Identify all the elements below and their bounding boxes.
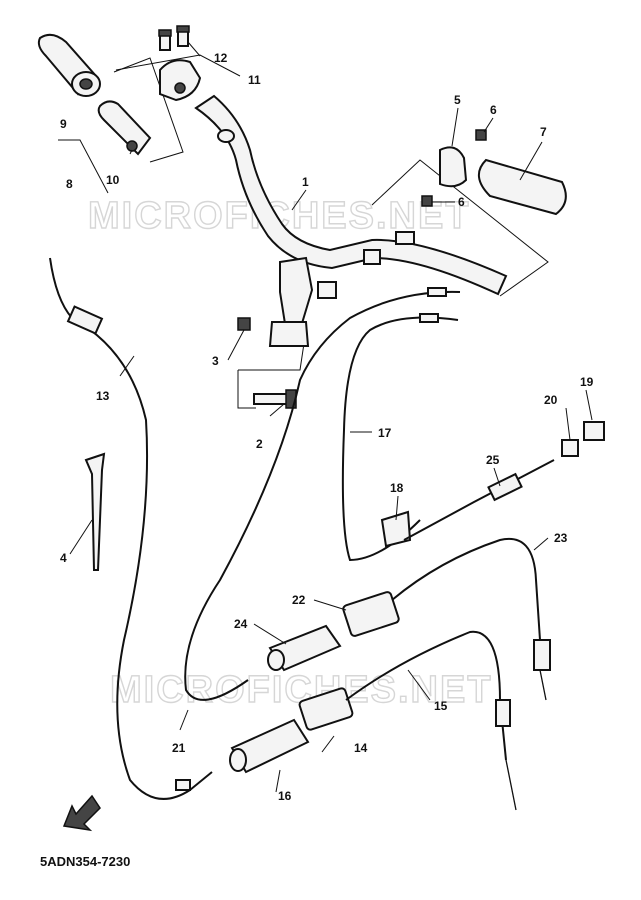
cable-adjuster [403, 459, 555, 541]
cable-clip [380, 510, 412, 548]
diagram-code: 5ADN354-7230 [40, 854, 130, 869]
callout-3: 3 [212, 354, 219, 368]
group-outline-right-grip [371, 159, 549, 297]
leader-lines [69, 41, 593, 793]
group-outline-throttle [115, 54, 241, 77]
cable-tie [84, 452, 106, 571]
group-outline-grip-left [113, 57, 184, 163]
callout-11: 11 [248, 73, 261, 87]
callout-6b: 6 [458, 195, 465, 209]
adjuster-nut [561, 439, 579, 457]
cable-junction-lower [298, 630, 517, 811]
callout-18: 18 [390, 481, 404, 495]
callout-20: 20 [544, 393, 558, 407]
callout-24: 24 [234, 617, 248, 631]
callout-4: 4 [60, 551, 67, 565]
callout-13: 13 [96, 389, 110, 403]
handlebar-holder [237, 256, 337, 409]
callout-7: 7 [540, 125, 547, 139]
callout-9: 9 [60, 117, 67, 131]
handlebar [194, 94, 508, 296]
callout-15: 15 [434, 699, 448, 713]
callout-14: 14 [354, 741, 368, 755]
front-direction-arrow-icon [62, 794, 101, 832]
callout-6a: 6 [490, 103, 497, 117]
grip-sleeve-upper [267, 624, 342, 672]
group-outline-holder-lower [237, 370, 256, 409]
callout-2: 2 [256, 437, 263, 451]
locknut [583, 421, 605, 441]
callout-16: 16 [278, 789, 292, 803]
throttle-housing [158, 25, 202, 102]
callout-17: 17 [378, 426, 392, 440]
right-switch-and-grip [421, 129, 567, 216]
callout-1: 1 [302, 175, 309, 189]
callout-22: 22 [292, 593, 306, 607]
grip-collar [97, 100, 152, 156]
throttle-cable [49, 257, 213, 800]
callout-8: 8 [66, 177, 73, 191]
callout-5: 5 [454, 93, 461, 107]
group-outline-grip-8 [58, 139, 109, 194]
callout-10: 10 [106, 173, 120, 187]
callout-25: 25 [486, 453, 500, 467]
callout-21: 21 [172, 741, 186, 755]
clutch-cable [184, 287, 461, 701]
callout-19: 19 [580, 375, 594, 389]
callout-12: 12 [214, 51, 228, 65]
callout-23: 23 [554, 531, 568, 545]
cable-junction-upper [342, 537, 551, 701]
grip-sleeve-lower [229, 718, 310, 774]
left-grip [37, 33, 101, 97]
